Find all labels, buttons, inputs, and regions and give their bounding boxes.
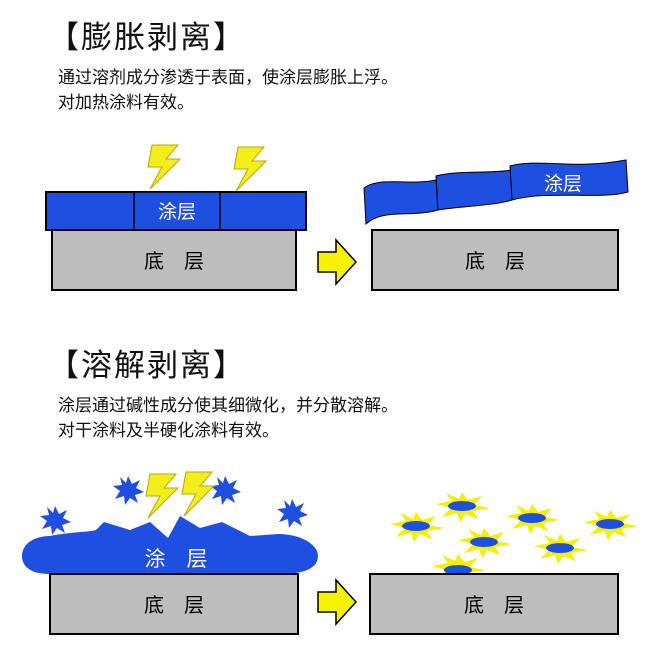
dissolving-description: 涂层通过碱性成分使其细微化，并分散溶解。 对干涂料及半硬化涂料有效。 (58, 394, 398, 444)
section-title-dissolving: 【溶解剥离】 (48, 348, 246, 384)
dissolving-desc-line1: 涂层通过碱性成分使其细微化，并分散溶解。 (58, 396, 398, 416)
substrate-label: 底 层 (144, 593, 204, 617)
lightning-icon (145, 473, 179, 519)
arrow-right-icon (317, 578, 358, 626)
substrate-layer (49, 573, 299, 635)
dissolving-coating-label: 涂 层 (145, 547, 208, 571)
burst-icon (210, 476, 241, 505)
burst-icon (113, 476, 144, 505)
substrate-layer-after (371, 229, 619, 291)
swelling-desc-line2: 对加热涂料有效。 (58, 93, 194, 113)
substrate-label-after: 底 层 (465, 249, 525, 273)
dissolving-desc-line2: 对干涂料及半硬化涂料有效。 (58, 421, 279, 441)
coating-label: 涂层 (158, 201, 196, 223)
lightning-icon (147, 144, 181, 190)
substrate-layer (51, 229, 297, 291)
burst-icon (40, 506, 71, 535)
coating-label-after: 涂层 (544, 173, 582, 195)
peeled-coating-piece (509, 159, 629, 201)
peeled-coating-piece (363, 179, 439, 226)
dissolved-particles (390, 492, 638, 584)
arrow-right-icon (317, 238, 358, 286)
substrate-label-after: 底 层 (464, 593, 524, 617)
coating-label-box (133, 191, 221, 231)
burst-icon (277, 499, 308, 528)
peeled-coating-piece (435, 169, 513, 211)
dissolving-coating (22, 516, 318, 574)
substrate-label: 底 层 (144, 249, 204, 273)
lightning-icon (181, 471, 215, 517)
swelling-desc-line1: 通过溶剂成分渗透于表面，使涂层膨胀上浮。 (58, 68, 398, 88)
swelling-description: 通过溶剂成分渗透于表面，使涂层膨胀上浮。 对加热涂料有效。 (58, 66, 398, 116)
lightning-icon (233, 146, 267, 192)
section-title-swelling: 【膨胀剥离】 (48, 20, 246, 56)
substrate-layer-after (369, 573, 619, 635)
